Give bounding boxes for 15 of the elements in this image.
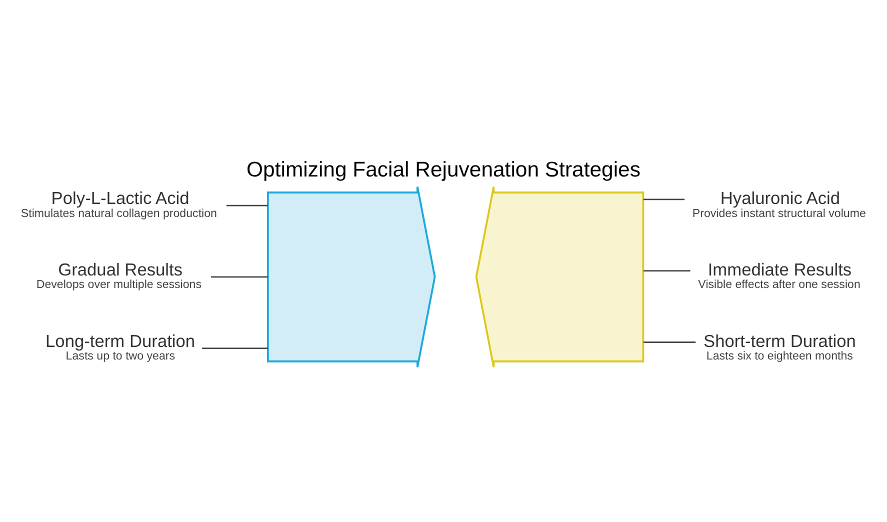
connector [202,347,268,349]
node-text: Short-term Duration Lasts six to eighteen months [704,330,856,362]
connector [226,204,268,206]
connector [644,270,690,272]
node-text: Hyaluronic Acid Provides instant structural volume [692,188,866,220]
node-arrow [266,185,436,368]
node-text: Immediate Results Visible effects after one session [698,258,860,291]
connector [211,276,268,278]
node-arrow [475,185,644,368]
node-text: Poly-L-Lactic Acid Stimulates natural collagen production [20,188,217,220]
diagram-title: Optimizing Facial Rejuvenation Strategies [246,158,640,182]
node-text: Long-term Duration Lasts up to two years [46,330,196,362]
node-text: Gradual Results Develops over multiple sessions [36,258,202,291]
connector [643,198,685,200]
connector [643,341,696,342]
